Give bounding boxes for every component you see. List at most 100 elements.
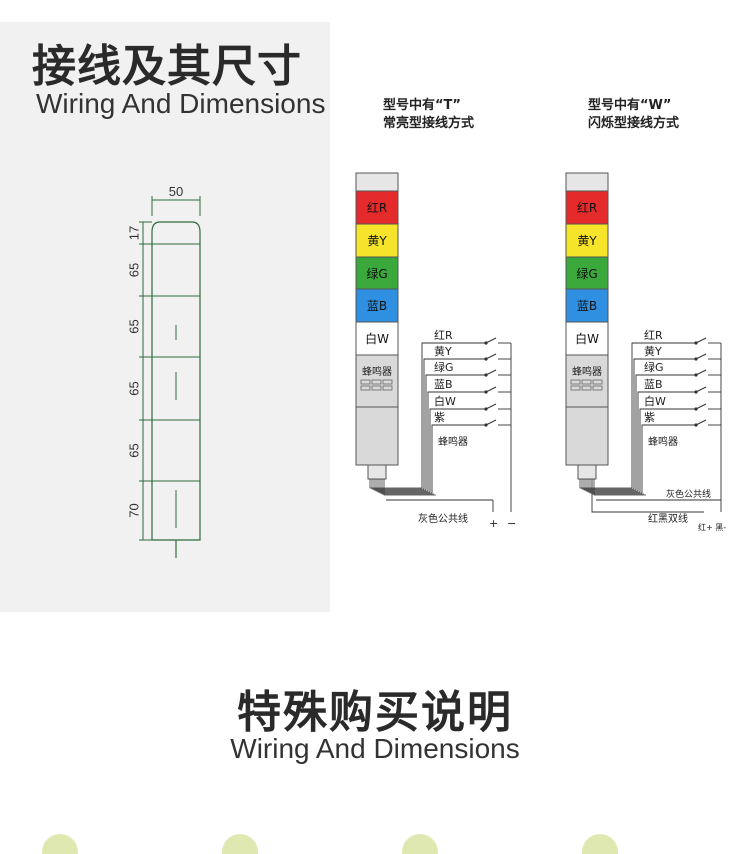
wire-label-5: 紫 [434, 411, 445, 424]
buzzer-slot [581, 379, 592, 385]
tower-cap [565, 172, 609, 192]
decor-dot [222, 834, 258, 854]
switch-contact [485, 386, 497, 393]
wire-bundle [585, 479, 638, 492]
decor-dot [42, 834, 78, 854]
wire-bundle [383, 479, 436, 496]
section-title: 特殊购买说明 [237, 687, 513, 738]
switch-contact [695, 369, 707, 376]
wire-label-1: 黄Y [434, 344, 452, 358]
wire-bundle [379, 479, 432, 494]
wire-label-4: 白W [434, 394, 456, 408]
buzzer-slot [360, 379, 371, 385]
signal-wire [641, 424, 696, 493]
buzzer-slot [581, 385, 592, 391]
wire-bundle [581, 479, 634, 490]
switch-contact [695, 353, 707, 360]
signal-wire [633, 358, 696, 489]
switch-contact [485, 403, 497, 410]
page-title: 接线及其尺寸 [32, 41, 302, 92]
tower-cap [355, 172, 399, 192]
wire-label-3: 蓝B [644, 378, 663, 391]
wire-label-2: 绿G [644, 360, 664, 374]
common-label: 灰色公共线 [418, 512, 468, 525]
tier-label-3: 蓝B [367, 299, 387, 313]
signal-wire [631, 342, 696, 488]
switch-node [694, 390, 698, 394]
tower-w-heading-line1: 型号中有“W” [588, 98, 672, 113]
tower-base [565, 406, 609, 466]
tier-label-1: 黄Y [577, 234, 597, 248]
switch-node [484, 357, 488, 361]
decor-dot [402, 834, 438, 854]
tier-4 [565, 321, 609, 356]
switch-node [694, 407, 698, 411]
wire-label-4: 白W [644, 394, 666, 408]
wire-bundle [373, 479, 426, 491]
wire-bundle [371, 479, 424, 490]
switch-node [694, 341, 698, 345]
tower-w-heading-line2: 闪烁型接线方式 [588, 116, 680, 131]
tier-label-0: 红R [577, 200, 597, 215]
buzzer-slot [592, 385, 603, 391]
tier-label-2: 绿G [576, 266, 597, 281]
switch-contact [695, 337, 707, 344]
signal-wire [423, 358, 486, 489]
switch-contact [695, 403, 707, 410]
buzzer-slot [570, 385, 581, 391]
twin-wire [591, 479, 704, 513]
height-dim-label: 65 [126, 381, 141, 395]
switch-node [694, 357, 698, 361]
wire-label-0: 红R [644, 329, 663, 342]
buzzer-slot [371, 385, 382, 391]
page-subtitle: Wiring And Dimensions [36, 88, 326, 119]
switch-node [694, 373, 698, 377]
buzzer-slot [382, 379, 393, 385]
polarity-label: 红+ 黑- [698, 522, 726, 532]
height-dim-label: 70 [126, 503, 141, 517]
tower-t-heading: 型号中有“T” 常亮型接线方式 [383, 97, 474, 133]
buzzer-section [355, 354, 399, 408]
switch-node [484, 423, 488, 427]
section-subtitle: Wiring And Dimensions [230, 733, 520, 764]
tower-base [355, 406, 399, 466]
wire-bundle [377, 479, 430, 493]
tier-label-0: 红R [367, 200, 387, 215]
wire-bundle [589, 479, 642, 494]
switch-node [484, 407, 488, 411]
signal-wire [429, 408, 486, 492]
signal-wire [425, 374, 486, 490]
signal-wire [427, 391, 486, 491]
height-dim-label: 65 [126, 443, 141, 457]
height-dim-label: 17 [126, 226, 141, 240]
twin-label: 红黑双线 [648, 512, 688, 525]
buzzer-section [565, 354, 609, 408]
signal-wire [431, 424, 486, 493]
common-label: 灰色公共线 [666, 488, 711, 500]
wire-buzzer-label: 蜂鸣器 [438, 435, 468, 448]
switch-node [484, 341, 488, 345]
switch-node [484, 390, 488, 394]
wire-bundle [593, 479, 646, 496]
tower-connector [367, 464, 387, 480]
tier-1 [565, 223, 609, 258]
dimension-panel [0, 22, 330, 612]
buzzer-slot [360, 385, 371, 391]
plus-label: + [489, 517, 498, 530]
buzzer-label: 蜂鸣器 [572, 365, 602, 378]
tier-label-2: 绿G [366, 266, 387, 281]
buzzer-slot [371, 379, 382, 385]
tier-3 [355, 288, 399, 323]
width-dim-label: 50 [169, 184, 183, 199]
wire-bundle [583, 479, 636, 491]
wire-bundle [579, 479, 632, 489]
signal-wire [421, 342, 486, 488]
tower-w-heading: 型号中有“W” 闪烁型接线方式 [588, 97, 679, 133]
wire-bundle [369, 479, 422, 489]
tier-label-4: 白W [365, 331, 389, 346]
tier-label-1: 黄Y [367, 234, 387, 248]
